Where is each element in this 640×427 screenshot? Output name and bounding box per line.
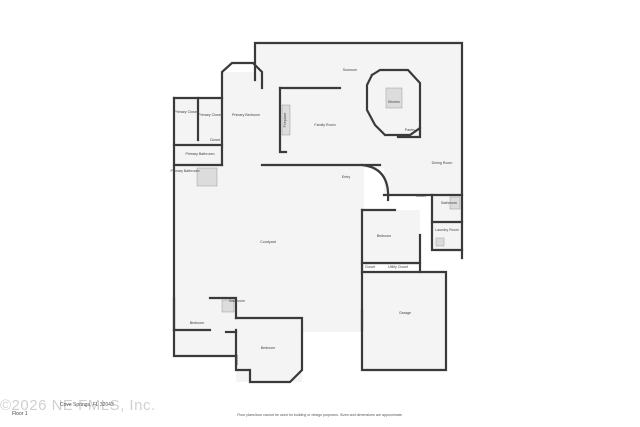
label-bedroom-lower-left: Bedroom: [190, 321, 205, 325]
label-pantry: Pantry: [405, 128, 416, 132]
label-entry: Entry: [342, 175, 351, 179]
floor-label: Floor 1: [12, 411, 28, 417]
label-primary-bathroom-2: Primary Bathroom: [171, 169, 200, 173]
disclaimer: Floor plans/tour cannot be used for buil…: [237, 413, 403, 417]
label-courtyard: Courtyard: [260, 240, 276, 244]
label-primary-bedroom: Primary Bedroom: [232, 113, 260, 117]
label-closet-lower: Closet: [235, 355, 239, 365]
label-bedroom-mid: Bedroom: [377, 234, 392, 238]
label-primary-closet-2: Primary Closet: [198, 113, 222, 117]
walls: [172, 41, 464, 384]
room-labels: Sunroom Kitchen Pantry Family Room Firep…: [171, 68, 459, 365]
fixtures: [196, 87, 461, 313]
label-primary-bathroom: Primary Bathroom: [186, 152, 215, 156]
floor-fill: [174, 43, 462, 382]
label-bathroom-lower: Bathroom: [229, 299, 245, 303]
label-sunroom: Sunroom: [343, 68, 358, 72]
label-bedroom-lower-right: Bedroom: [261, 346, 276, 350]
label-fireplace: Fireplace: [283, 113, 287, 128]
address: Cove Springs, FL 32043: [60, 402, 114, 408]
label-closet-primary: Closet: [210, 138, 220, 142]
label-family-room: Family Room: [314, 123, 335, 127]
label-closet-hall: Closet: [416, 194, 426, 198]
label-closet-mid: Closet: [365, 265, 375, 269]
label-primary-closet-1: Primary Closet: [174, 110, 198, 114]
label-utility-closet: Utility Closet: [388, 265, 408, 269]
label-laundry-room: Laundry Room: [435, 228, 459, 232]
label-garage: Garage: [399, 311, 411, 315]
label-dining-room: Dining Room: [432, 161, 453, 165]
label-bathroom-hall: Bathroom: [441, 201, 457, 205]
watermark: ©2026 NE FMLS, Inc.: [0, 397, 156, 414]
label-kitchen: Kitchen: [388, 100, 400, 104]
